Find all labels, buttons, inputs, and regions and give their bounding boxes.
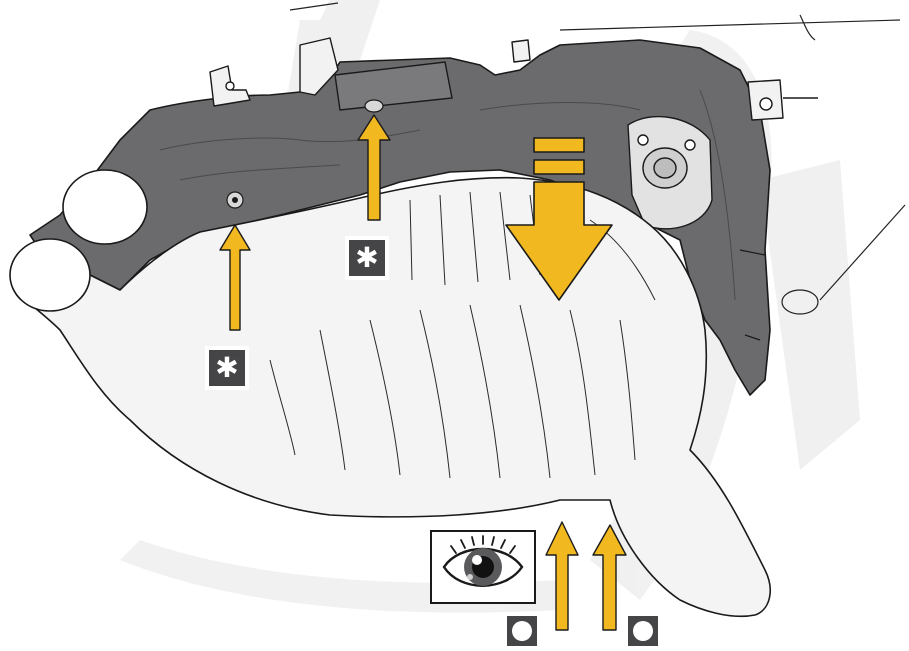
circle-badge-left [504,613,540,649]
circle-icon [633,621,653,641]
center-bolt [365,100,383,112]
circle-icon [512,621,532,641]
arrow-bottom-left [546,522,578,630]
star-badge-center: ✱ [345,236,389,280]
star-icon: ✱ [215,351,238,384]
star-icon: ✱ [355,241,378,274]
eye-badge [431,531,535,603]
star-badge-left: ✱ [205,346,249,390]
left-bolt [227,192,243,208]
mount-upper [63,170,147,244]
engine-mount [628,117,712,229]
mount-lower [10,239,90,311]
circle-badge-right [625,613,661,649]
